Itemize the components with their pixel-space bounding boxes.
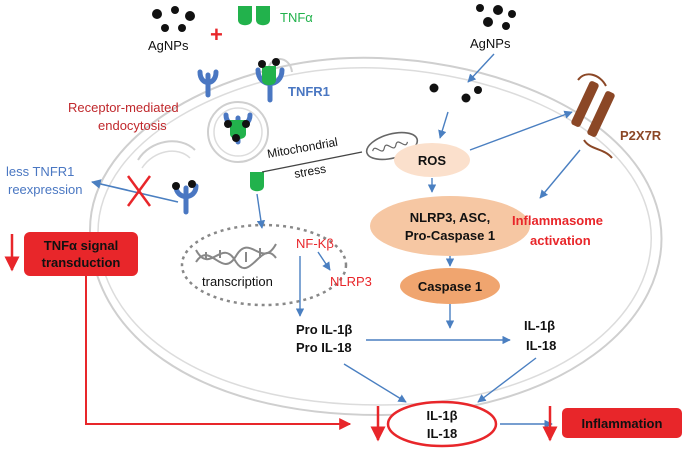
transcription-label: transcription bbox=[202, 274, 273, 289]
tnfa-cup-icon bbox=[238, 6, 270, 26]
tnfr1-receptor-icon bbox=[197, 69, 219, 98]
tnfa-signal-label-1: TNFα signal bbox=[44, 238, 118, 253]
endosome-vesicle bbox=[207, 101, 269, 163]
il1b-bottom-label: IL-1β bbox=[426, 408, 457, 423]
p2x7r-receptor-icon bbox=[571, 73, 615, 159]
inflammasome-label-2: Pro-Caspase 1 bbox=[405, 228, 495, 243]
tnfa-released-icon bbox=[250, 172, 264, 192]
tnfr1-receptor-bound-icon bbox=[255, 58, 285, 103]
il1b-mid-label: IL-1β bbox=[524, 318, 555, 333]
pro-il1b-label: Pro IL-1β bbox=[296, 322, 352, 337]
mito-stress-label-2: stress bbox=[293, 162, 327, 181]
dna-helix-icon bbox=[195, 243, 277, 270]
agnps-label-top: AgNPs bbox=[470, 36, 511, 51]
recycling-vesicle bbox=[137, 140, 196, 161]
ros-node bbox=[394, 143, 470, 177]
receptor-endocytosis-label-2: endocytosis bbox=[98, 118, 167, 133]
cell-membrane-inner bbox=[97, 67, 652, 406]
tnfa-signal-label-2: transduction bbox=[42, 255, 121, 270]
tnfa-label: TNFα bbox=[280, 10, 313, 25]
mito-stress-label-1: Mitochondrial bbox=[266, 135, 339, 161]
tnfr1-label: TNFR1 bbox=[288, 84, 330, 99]
less-tnfr1-label-1: less TNFR1 bbox=[6, 164, 74, 179]
receptor-recycling-icon bbox=[172, 180, 199, 215]
p2x7r-label: P2X7R bbox=[620, 128, 662, 143]
inflammation-box bbox=[562, 408, 682, 438]
inflammasome-node bbox=[370, 196, 530, 256]
tnfa-to-il-line bbox=[85, 276, 352, 430]
mito-stress-line bbox=[261, 151, 363, 173]
less-tnfr1-label-2: reexpression bbox=[8, 182, 82, 197]
pathway-arrows bbox=[256, 53, 581, 429]
endosome-vesicle-inner bbox=[213, 107, 263, 157]
agnps-cluster-top bbox=[476, 4, 516, 30]
tnfa-signal-box bbox=[24, 232, 138, 276]
receptor-endocytosis-label-1: Receptor-mediated bbox=[68, 100, 179, 115]
less-reexpression-arrow bbox=[91, 179, 179, 203]
internalized-complex-icon bbox=[223, 112, 253, 145]
inflammation-label: Inflammation bbox=[582, 416, 663, 431]
agnps-internal bbox=[429, 83, 482, 103]
inflammasome-activation-label-1: Inflammasome bbox=[512, 213, 603, 228]
il18-bottom-label: IL-18 bbox=[427, 426, 457, 441]
caspase1-node bbox=[400, 268, 500, 304]
pro-il18-label: Pro IL-18 bbox=[296, 340, 352, 355]
recycling-vesicle-inner bbox=[141, 150, 191, 169]
agnps-cluster-left bbox=[152, 6, 195, 32]
nlrp3-label: NLRP3 bbox=[330, 274, 372, 289]
nfkb-label: NF-Kβ bbox=[296, 236, 334, 251]
agnps-label-left: AgNPs bbox=[148, 38, 189, 53]
cell-membrane-outer bbox=[88, 56, 663, 417]
il18-mid-label: IL-18 bbox=[526, 338, 556, 353]
il-output-oval bbox=[386, 400, 498, 448]
blocked-cross-icon bbox=[126, 175, 152, 207]
ros-label: ROS bbox=[418, 153, 447, 168]
plus-sign: + bbox=[210, 22, 223, 47]
inflammasome-label-1: NLRP3, ASC, bbox=[410, 210, 490, 225]
caspase1-label: Caspase 1 bbox=[418, 279, 482, 294]
inflammasome-activation-label-2: activation bbox=[530, 233, 591, 248]
